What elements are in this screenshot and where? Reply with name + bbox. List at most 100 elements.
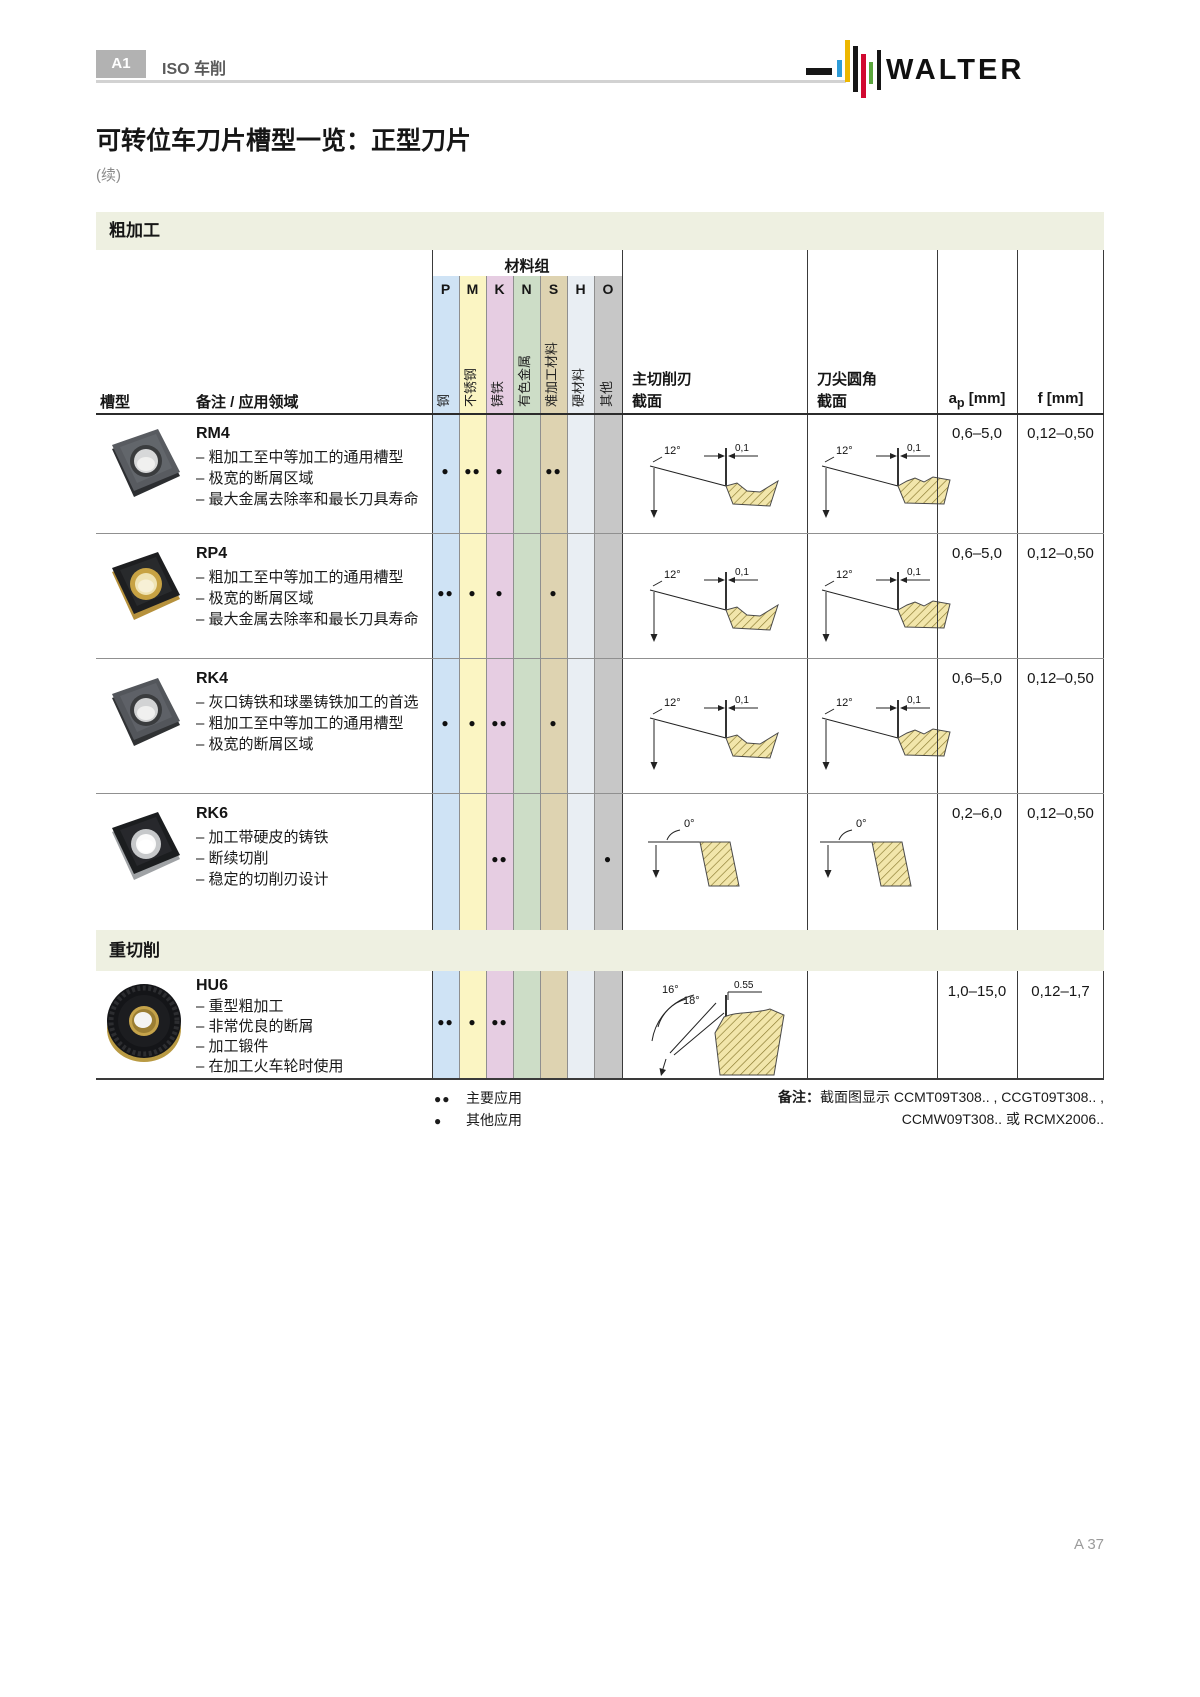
stripe-S-lower (540, 971, 567, 1078)
stripe-N-upper (513, 276, 540, 930)
table-row: RK6 – 加工带硬皮的铸铁 – 断续切削 – 稳定的切削刃设计 ●● ● 0°… (96, 793, 1104, 930)
material-column-separator (486, 276, 487, 930)
stripe-N-lower (513, 971, 540, 1078)
table-vertical-border (1103, 971, 1104, 1078)
column-header-main-edge-1: 主切削刃 (632, 371, 693, 388)
dots-P: ● (441, 716, 450, 730)
stripe-K-lower (486, 971, 513, 1078)
material-code-P: P (440, 281, 451, 297)
dots-M: ● (468, 1015, 477, 1029)
groove-name: RM4 (196, 425, 230, 442)
groove-name: RK6 (196, 805, 229, 822)
footnote-label: 备注： (778, 1089, 821, 1105)
stripe-H-upper (567, 276, 594, 930)
material-column-separator (594, 971, 595, 1078)
main-edge-cross-section-diagram: 12° 0,1 (649, 443, 779, 518)
table-vertical-border (432, 971, 433, 1078)
table-vertical-border (1017, 250, 1018, 930)
svg-text:12°: 12° (664, 697, 681, 709)
insert-photo-rk6 (112, 812, 180, 880)
nose-radius-cross-section-diagram: 12° 0,1 (821, 443, 951, 518)
page-subtitle: (续) (96, 167, 121, 184)
material-name-K: 铸铁 (490, 380, 505, 407)
stripe-P-lower (432, 971, 459, 1078)
column-header-main-edge-2: 截面 (632, 393, 663, 410)
stripe-K-upper (486, 276, 513, 930)
groove-notes: – 粗加工至中等加工的通用槽型 – 极宽的断屑区域 – 最大金属去除率和最长刀具… (196, 449, 419, 508)
main-edge-cross-section-diagram: 16° 18° 0.55 (651, 980, 785, 1076)
material-name-H: 硬材料 (571, 367, 586, 407)
column-header-groove: 槽型 (100, 394, 131, 411)
table-row: RP4 – 粗加工至中等加工的通用槽型 – 极宽的断屑区域 – 最大金属去除率和… (96, 533, 1104, 658)
section-band-roughing: 粗加工 (96, 212, 1104, 250)
svg-text:16°: 16° (662, 984, 679, 996)
stripe-M-lower (459, 971, 486, 1078)
logo-bar-mark (877, 50, 881, 90)
legend-primary: ●●主要应用 (434, 1090, 522, 1106)
insert-photo-rm4 (112, 429, 180, 497)
material-column-separator (540, 276, 541, 930)
row-separator (96, 533, 1104, 534)
material-column-separator (459, 276, 460, 930)
ap-range: 1,0–15,0 (947, 983, 1007, 1000)
material-code-O: O (602, 281, 614, 297)
svg-text:0.55: 0.55 (734, 980, 754, 991)
main-edge-cross-section-diagram: 12° 0,1 (649, 567, 779, 642)
material-name-N: 有色金属 (517, 354, 532, 407)
logo-bar-blue (837, 60, 842, 77)
insert-photo-rk4 (112, 678, 180, 746)
logo-bar-yellow (845, 40, 850, 82)
ap-range: 0,6–5,0 (951, 670, 1003, 687)
main-edge-cross-section-diagram: 12° 0,1 (649, 695, 779, 770)
svg-text:18°: 18° (683, 995, 700, 1007)
dots-K: ●● (491, 1015, 508, 1029)
legend-secondary: ●其他应用 (434, 1112, 522, 1128)
table-row: RM4 – 粗加工至中等加工的通用槽型 – 极宽的断屑区域 – 最大金属去除率和… (96, 413, 1104, 533)
chapter-title: ISO 车削 (162, 61, 227, 78)
page-number: A 37 (1073, 1536, 1104, 1553)
f-range: 0,12–0,50 (1027, 670, 1094, 687)
svg-text:0°: 0° (856, 818, 867, 830)
dots-S: ● (549, 716, 558, 730)
table-bottom-border (96, 1078, 1104, 1080)
svg-text:0,1: 0,1 (907, 695, 921, 706)
svg-text:12°: 12° (836, 569, 853, 581)
main-edge-cross-section-diagram: 0° (648, 818, 740, 887)
dots-K: ●● (491, 852, 508, 866)
material-name-S: 难加工材料 (544, 341, 559, 407)
section-label-roughing: 粗加工 (109, 221, 160, 240)
insert-photo-hu6 (107, 984, 181, 1062)
walter-logo: WALTER (806, 38, 1036, 100)
column-header-ap: ap [mm] (948, 390, 1006, 410)
material-column-separator (567, 276, 568, 930)
ap-range: 0,6–5,0 (951, 545, 1003, 562)
material-column-separator (513, 971, 514, 1078)
dots-S: ●● (545, 464, 562, 478)
table-row: RK4 – 灰口铸铁和球墨铸铁加工的首选 – 粗加工至中等加工的通用槽型 – 极… (96, 658, 1104, 793)
stripe-H-lower (567, 971, 594, 1078)
logo-bar-red (861, 54, 866, 98)
ap-range: 0,2–6,0 (951, 805, 1003, 822)
dots-K: ● (495, 464, 504, 478)
table-vertical-border (807, 250, 808, 930)
f-range: 0,12–0,50 (1027, 805, 1094, 822)
row-separator (96, 658, 1104, 659)
table-vertical-border (937, 250, 938, 930)
logo-bar-green (869, 62, 873, 84)
stripe-O-upper (594, 276, 622, 930)
stripe-M-upper (459, 276, 486, 930)
svg-text:0,1: 0,1 (735, 567, 749, 578)
groove-name: HU6 (196, 977, 229, 994)
material-column-separator (594, 276, 595, 930)
ap-range: 0,6–5,0 (951, 425, 1003, 442)
dots-P: ●● (437, 586, 454, 600)
f-range: 0,12–1,7 (1031, 983, 1090, 1000)
header-rule (96, 80, 846, 83)
table-vertical-border (1017, 971, 1018, 1078)
svg-text:12°: 12° (836, 697, 853, 709)
nose-radius-cross-section-diagram: 12° 0,1 (821, 695, 951, 770)
table-vertical-border (622, 250, 623, 930)
stripe-S-upper (540, 276, 567, 930)
chapter-badge: A1 (96, 50, 146, 78)
